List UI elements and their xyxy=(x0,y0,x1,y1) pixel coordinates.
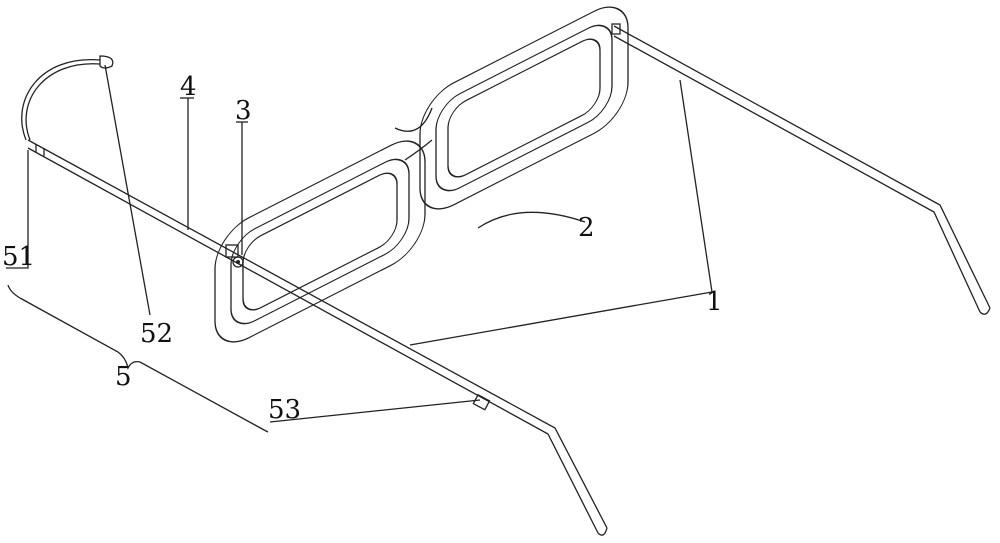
left-lens-frame xyxy=(214,140,426,343)
label-1: 1 xyxy=(706,287,723,317)
label-52: 52 xyxy=(140,319,173,349)
right-temple xyxy=(611,23,991,315)
label-5: 5 xyxy=(115,362,132,392)
leader-lines xyxy=(6,64,713,433)
bridge xyxy=(394,107,433,161)
right-lens-frame xyxy=(419,6,629,210)
label-51: 51 xyxy=(2,242,35,272)
label-3: 3 xyxy=(235,96,252,126)
label-4: 4 xyxy=(180,72,197,102)
left-temple xyxy=(27,139,608,536)
wire-hook xyxy=(21,55,114,141)
label-2: 2 xyxy=(578,213,595,243)
label-53: 53 xyxy=(268,395,301,425)
